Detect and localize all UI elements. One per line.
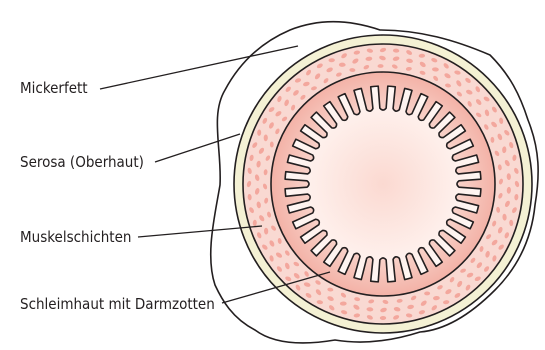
label-mucosa: Schleimhaut mit Darmzotten: [20, 297, 215, 312]
muscle-cell: [380, 316, 386, 320]
label-fat: Mickerfett: [20, 81, 88, 96]
label-muscle: Muskelschichten: [20, 230, 131, 245]
villi-outline: [285, 86, 481, 282]
label-serosa: Serosa (Oberhaut): [20, 155, 144, 170]
